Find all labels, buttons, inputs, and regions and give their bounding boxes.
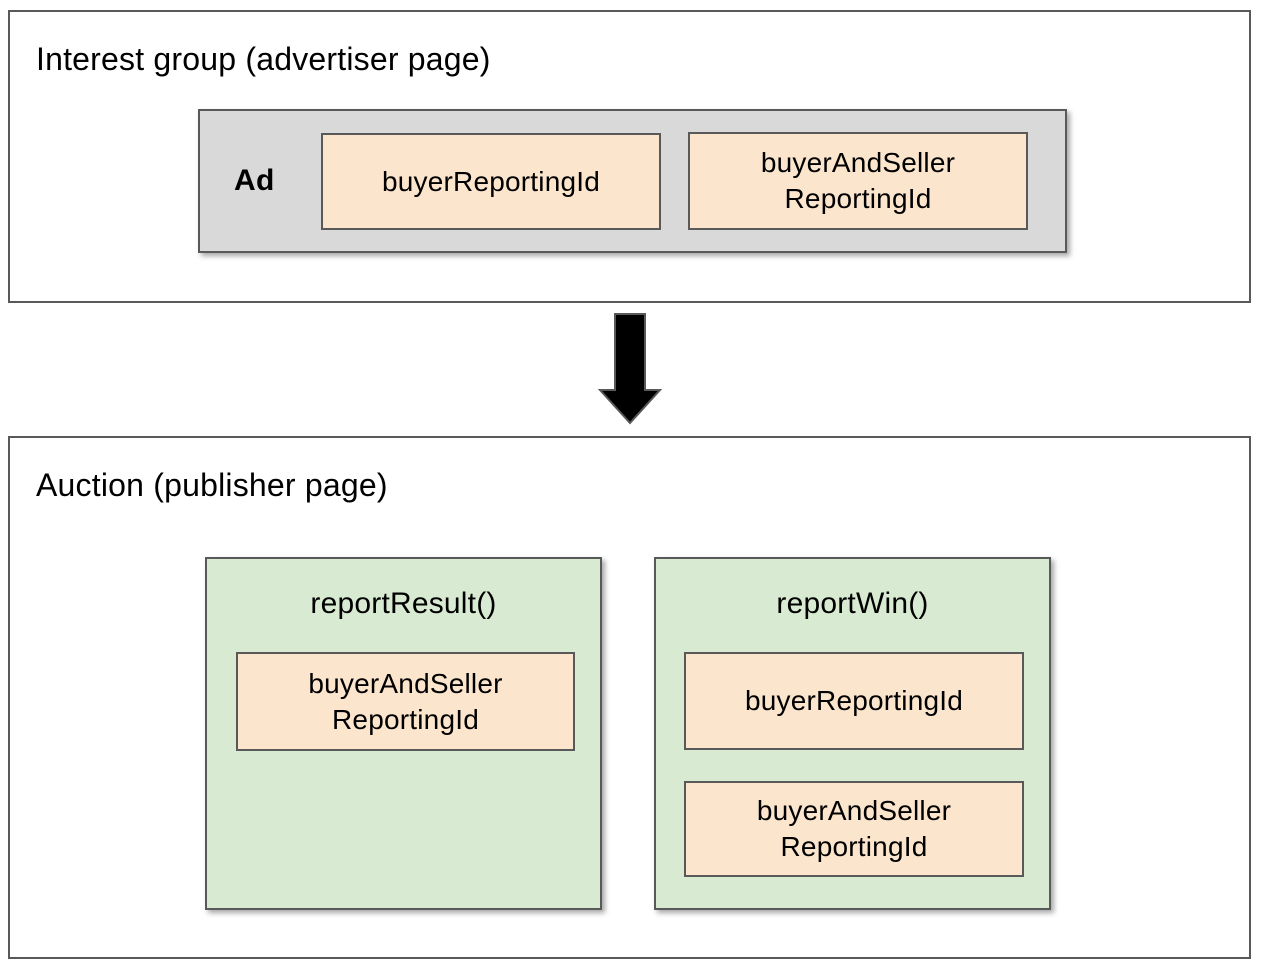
id-box-text-line-2: ReportingId xyxy=(780,831,928,862)
interest-group-title: Interest group (advertiser page) xyxy=(36,41,491,77)
id-box-text-line-1: buyerAndSeller xyxy=(760,147,956,178)
id-box-text-line-2: ReportingId xyxy=(332,703,479,735)
ad-container: Ad buyerReportingId buyerAndSeller Repor… xyxy=(198,109,1067,253)
report-win-box: reportWin() buyerReportingId buyerAndSel… xyxy=(654,557,1051,910)
id-box-text-line-1: buyerAndSeller xyxy=(756,795,952,826)
id-box-text-line-2: ReportingId xyxy=(784,183,932,214)
id-box-text: buyerReportingId xyxy=(745,685,963,716)
report-result-box: reportResult() buyerAndSeller ReportingI… xyxy=(205,557,602,910)
id-box-text-line-1: buyerAndSeller xyxy=(308,667,503,699)
buyer-reporting-id-box: buyerReportingId xyxy=(321,133,661,230)
ad-label: Ad xyxy=(234,164,275,197)
buyer-reporting-id-box: buyerReportingId xyxy=(684,652,1024,750)
id-box-text: buyerReportingId xyxy=(382,165,600,197)
buyer-and-seller-reporting-id-box: buyerAndSeller ReportingId xyxy=(236,652,575,751)
down-arrow-icon xyxy=(598,313,662,425)
buyer-and-seller-reporting-id-box: buyerAndSeller ReportingId xyxy=(684,781,1024,877)
auction-section: Auction (publisher page) reportResult() … xyxy=(8,436,1251,959)
buyer-and-seller-reporting-id-box: buyerAndSeller ReportingId xyxy=(688,132,1028,230)
report-result-label: reportResult() xyxy=(310,587,497,620)
interest-group-section: Interest group (advertiser page) Ad buye… xyxy=(8,10,1251,303)
auction-title: Auction (publisher page) xyxy=(36,467,388,503)
report-win-label: reportWin() xyxy=(776,587,929,620)
